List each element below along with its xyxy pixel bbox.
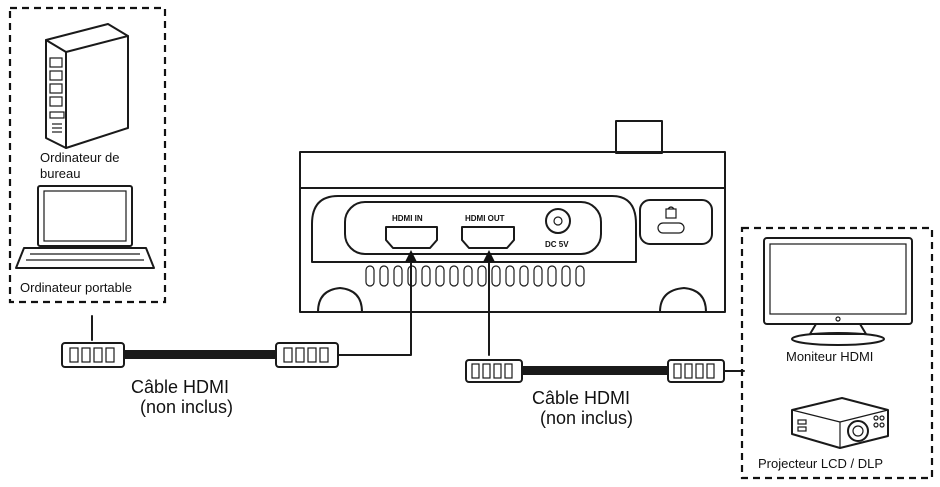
hdmi-monitor-icon <box>763 237 913 346</box>
output-devices-box <box>740 226 934 480</box>
dc-label: DC 5V <box>545 240 569 249</box>
hdmi-out-port <box>461 226 515 249</box>
right-cable-label-line2: (non inclus) <box>540 408 633 428</box>
right-hdmi-cable <box>465 250 745 383</box>
left-cable-label-line1: Câble HDMI <box>131 377 229 397</box>
vent-slots <box>365 265 585 287</box>
projector-icon <box>791 397 889 449</box>
source-devices-box <box>8 6 167 304</box>
laptop-computer-icon <box>15 185 155 269</box>
laptop-label: Ordinateur portable <box>20 280 132 295</box>
arrow-to-hdmi-out-icon <box>483 250 495 262</box>
projector-label: Projecteur LCD / DLP <box>758 456 883 471</box>
left-foot <box>317 287 363 313</box>
right-foot <box>659 287 707 313</box>
desktop-label-line2: bureau <box>40 166 80 181</box>
hdmi-out-label: HDMI OUT <box>465 214 505 223</box>
arrow-to-hdmi-in-icon <box>405 250 417 262</box>
left-hdmi-cable <box>61 250 417 368</box>
left-cable-label-line2: (non inclus) <box>140 397 233 417</box>
hdmi-in-label: HDMI IN <box>392 214 423 223</box>
desktop-label-line1: Ordinateur de <box>40 150 120 165</box>
desktop-computer-icon <box>45 23 129 149</box>
dc-power-port <box>545 208 571 234</box>
right-cable-label-line1: Câble HDMI <box>532 388 630 408</box>
device-knob <box>615 120 663 154</box>
lock-icon <box>667 206 675 210</box>
hdmi-in-port <box>385 226 438 249</box>
hdmi-device: HDMI IN HDMI OUT DC 5V <box>299 120 726 313</box>
monitor-label: Moniteur HDMI <box>786 349 873 364</box>
lock-slot-panel <box>639 199 713 245</box>
